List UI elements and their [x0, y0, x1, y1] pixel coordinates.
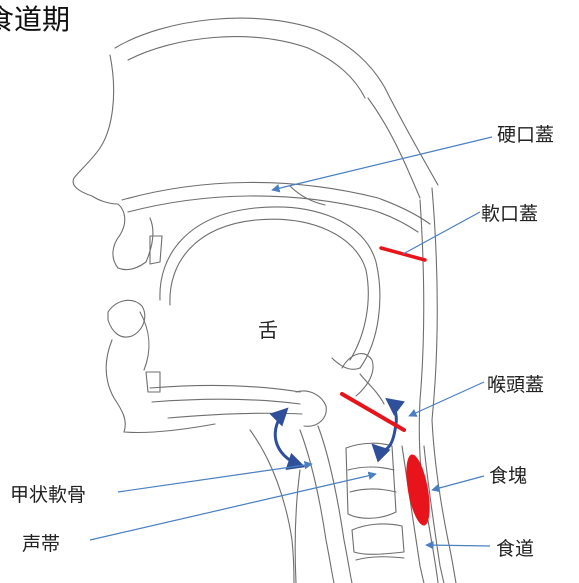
label-hard-palate: 硬口蓋 [497, 120, 554, 147]
head-sketch [73, 18, 456, 583]
label-vocal-cords: 声帯 [22, 529, 60, 556]
label-esophagus: 食道 [496, 534, 534, 561]
pointer-thyroid-cartilage [118, 464, 312, 492]
label-thyroid-cartilage: 甲状軟骨 [10, 480, 86, 507]
label-soft-palate: 軟口蓋 [481, 199, 538, 226]
label-epiglottis: 喉頭蓋 [487, 370, 544, 397]
diagram-title: 食道期 [0, 0, 70, 38]
label-bolus: 食塊 [489, 461, 527, 488]
pointer-hard-palate [272, 137, 492, 190]
motion-arrows [275, 400, 396, 466]
pointer-vocal-cords [90, 474, 376, 540]
pointer-soft-palate [403, 212, 480, 254]
pointer-bolus [432, 476, 484, 490]
label-tongue: 舌 [258, 314, 278, 343]
pointer-esophagus [426, 545, 490, 546]
pointer-lines [90, 137, 492, 546]
hyoid-elevation-arrow [275, 410, 302, 466]
